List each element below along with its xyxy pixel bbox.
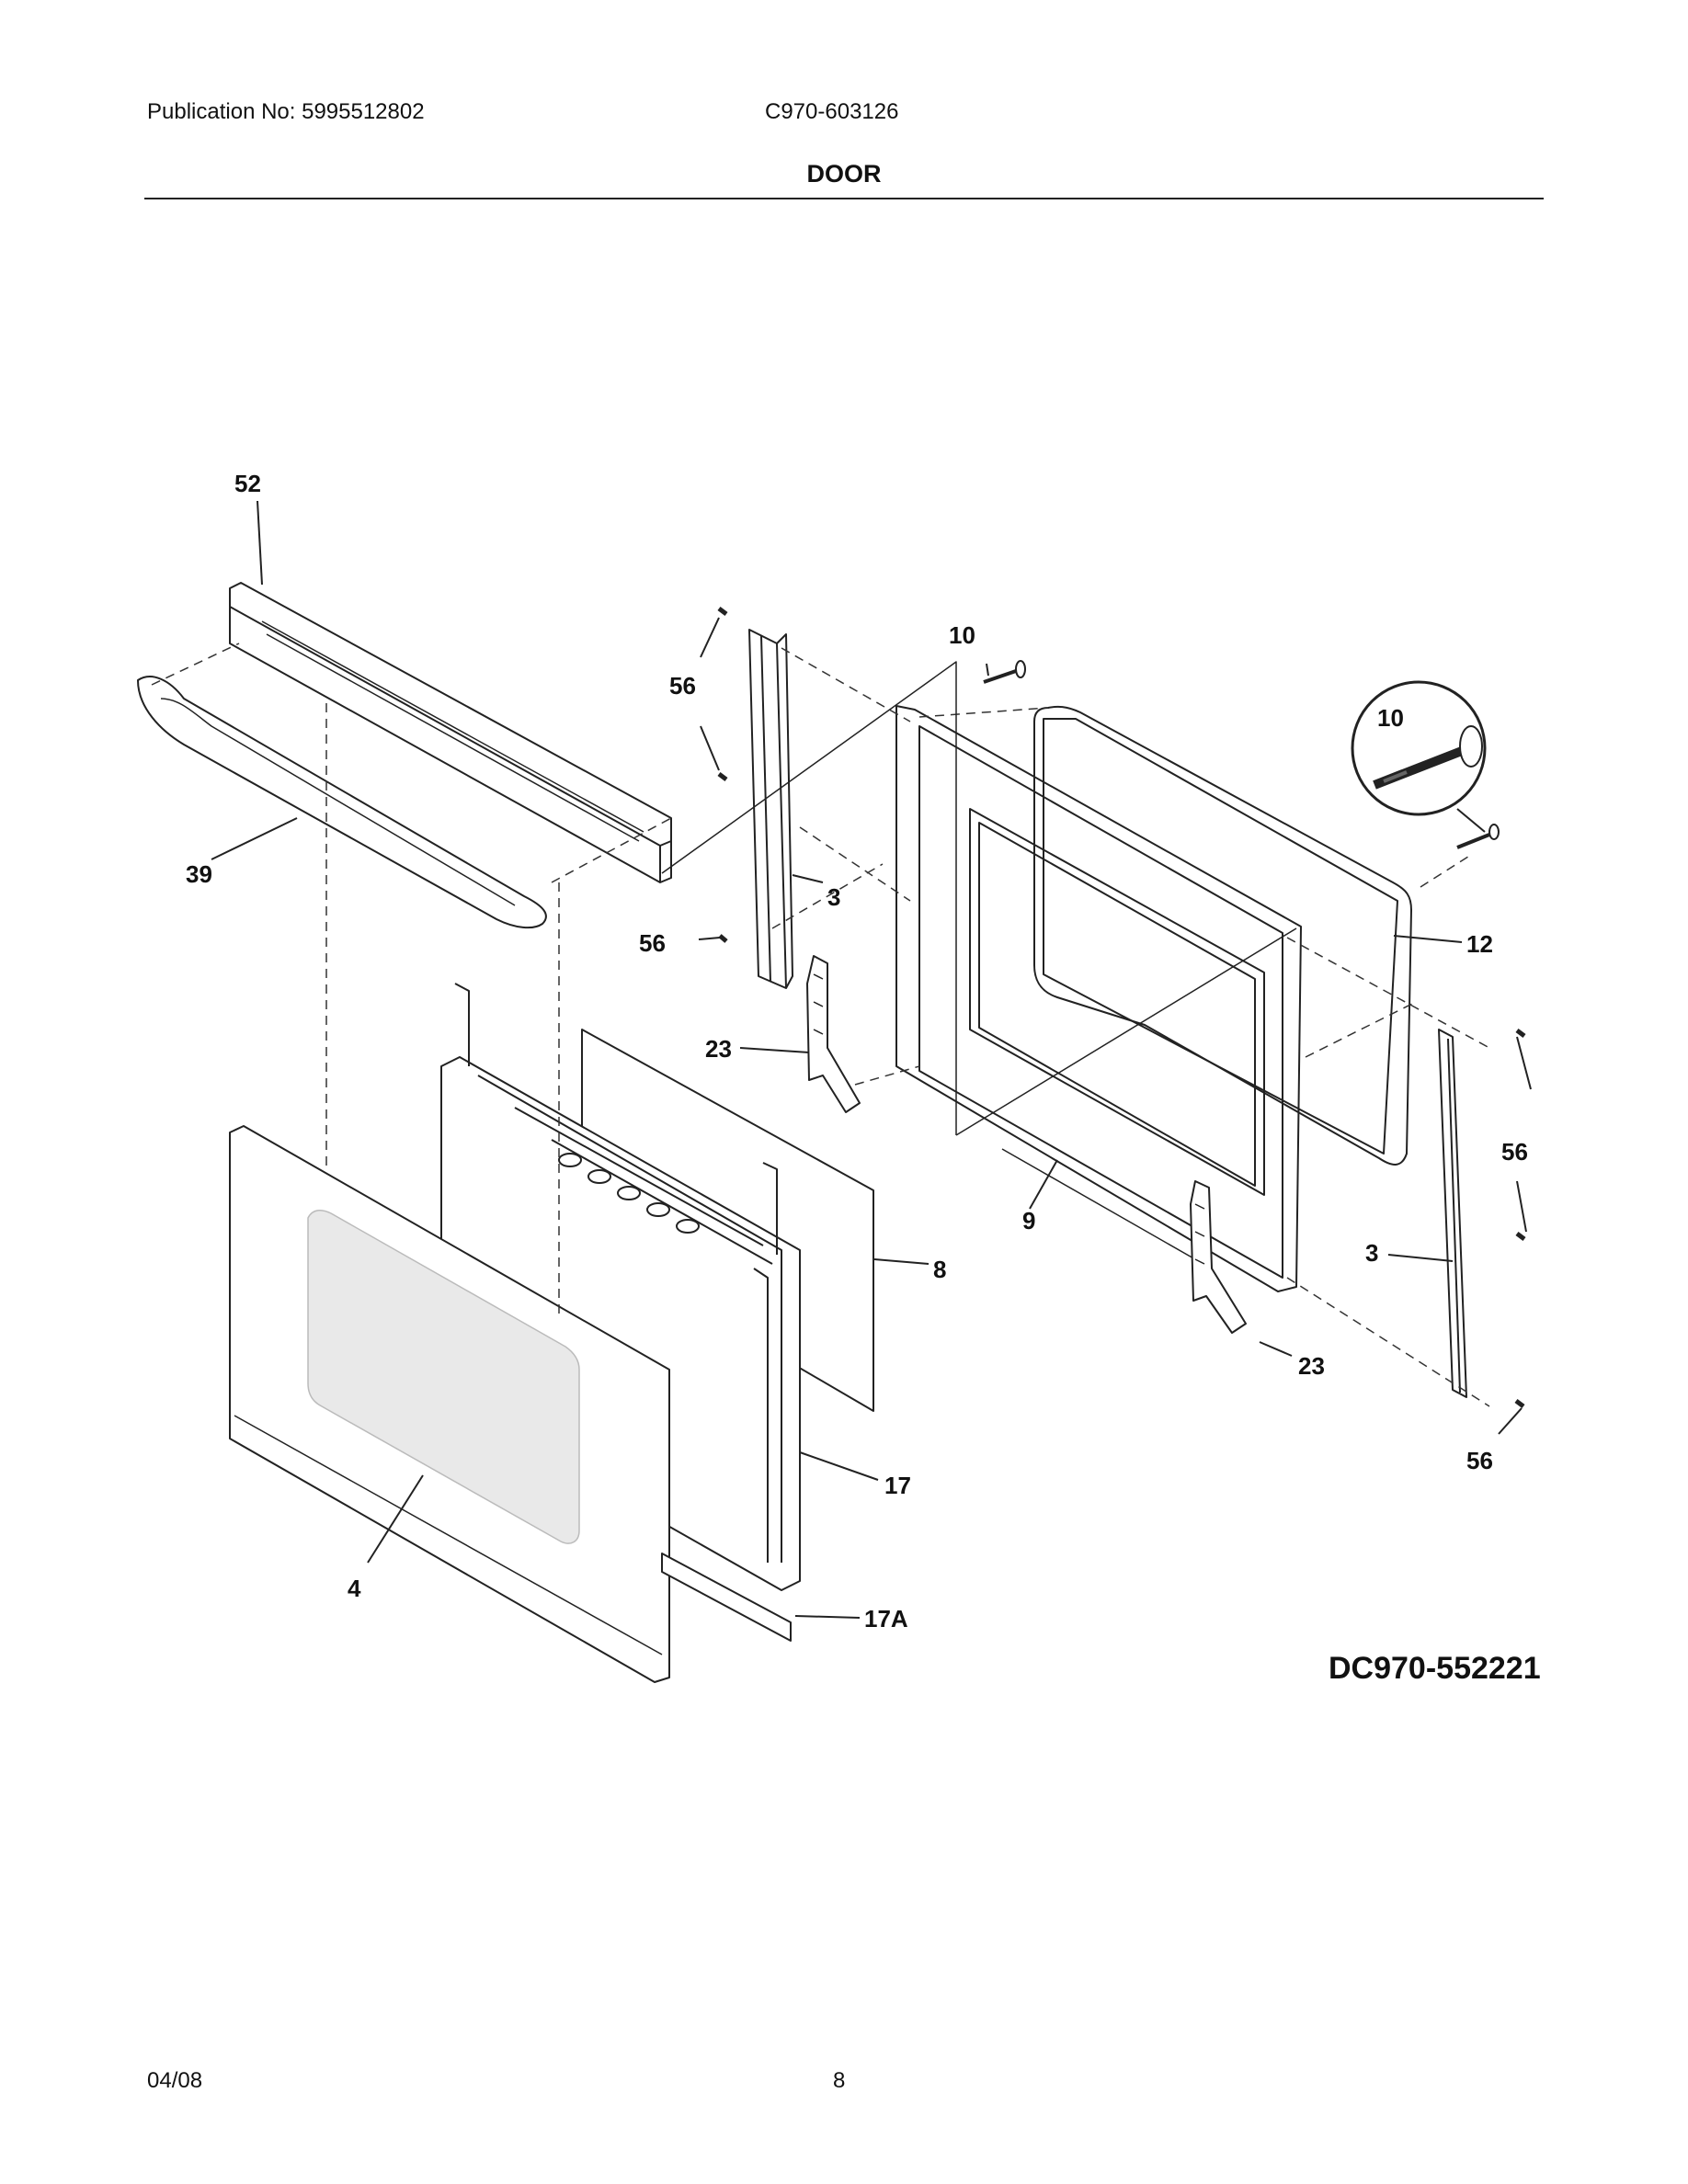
page-number: 8 — [833, 2068, 846, 2093]
door-side-channel-left — [748, 629, 793, 989]
section-title: DOOR — [806, 160, 882, 188]
model-number: C970-603126 — [765, 99, 899, 124]
callout-9: 9 — [1022, 1207, 1035, 1234]
door-handle-part — [137, 676, 547, 929]
callout-23-right: 23 — [1298, 1352, 1325, 1380]
door-trim-part — [229, 582, 672, 883]
callout-56-right: 56 — [1501, 1138, 1528, 1166]
callout-56-top: 56 — [669, 672, 696, 700]
callout-10: 10 — [949, 621, 975, 649]
footer-date: 04/08 — [147, 2068, 203, 2093]
door-hinge-left — [806, 955, 861, 1113]
door-side-channel-right — [1438, 1029, 1467, 1398]
inner-door-panel — [895, 705, 1302, 1292]
callout-23-left: 23 — [705, 1035, 732, 1063]
door-gasket — [1033, 705, 1412, 1166]
publication-number: Publication No: 5995512802 — [147, 99, 425, 124]
callout-3-left: 3 — [827, 883, 840, 911]
door-hinge-right — [1190, 1180, 1247, 1334]
door-bottom-trim — [661, 1553, 792, 1642]
leader-lines — [211, 500, 1532, 1619]
header-divider — [144, 198, 1544, 199]
callout-17: 17 — [884, 1472, 911, 1499]
outer-door-panel — [229, 1125, 670, 1683]
callout-3-right: 3 — [1365, 1239, 1378, 1267]
diagram-code: DC970-552221 — [1329, 1651, 1541, 1686]
callout-12: 12 — [1466, 930, 1493, 958]
callout-17a: 17A — [864, 1605, 908, 1632]
screw-part — [983, 660, 1026, 684]
callout-10-detail: 10 — [1377, 704, 1404, 732]
screw-detail-callout — [1351, 680, 1500, 849]
callout-52: 52 — [234, 470, 261, 497]
callout-8: 8 — [933, 1256, 946, 1283]
screw-56-parts — [717, 607, 1526, 1408]
callout-56-left: 56 — [639, 929, 666, 957]
assembly-guide-lines — [151, 643, 1490, 1407]
callout-39: 39 — [186, 860, 212, 888]
callout-56-bottom: 56 — [1466, 1447, 1493, 1474]
callout-4: 4 — [348, 1575, 361, 1602]
construction-lines — [661, 661, 1297, 1136]
